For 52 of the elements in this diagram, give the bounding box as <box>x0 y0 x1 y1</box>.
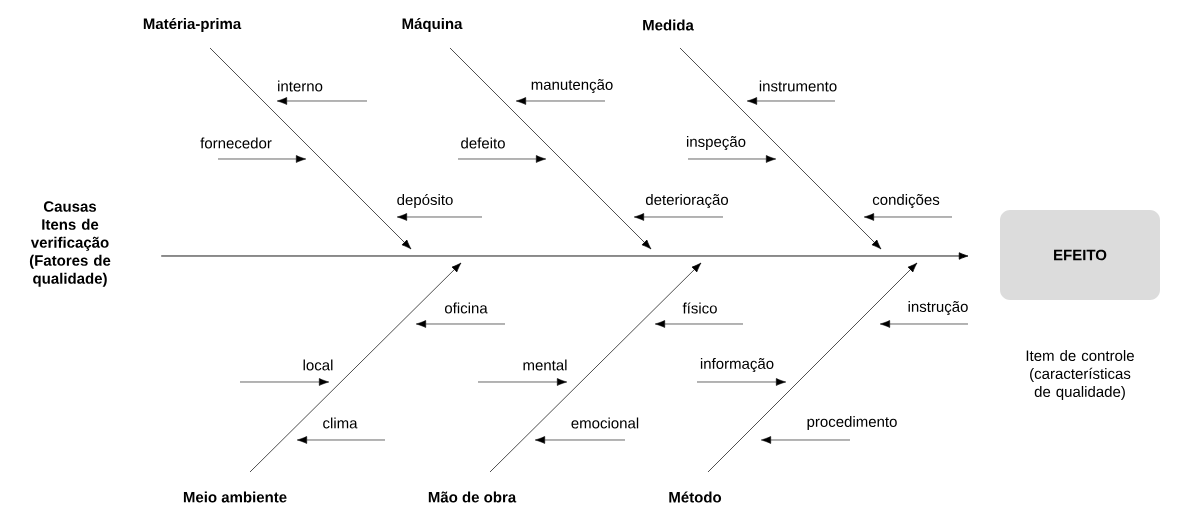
arrow <box>761 436 851 444</box>
category-label: Máquina <box>402 17 463 33</box>
cause-label: defeito <box>461 137 505 149</box>
arrow <box>535 436 626 444</box>
spine-arrow <box>160 252 969 260</box>
category-label: Medida <box>643 19 694 31</box>
cause-label: instrumento <box>759 80 837 92</box>
cause-label: mental <box>523 359 567 371</box>
cause-label: oficina <box>444 302 488 314</box>
arrow <box>239 378 330 386</box>
arrow <box>879 320 969 328</box>
cause-label: depósito <box>397 193 453 209</box>
cause-label: físico <box>682 302 717 314</box>
arrow <box>634 213 724 221</box>
cause-label: instrução <box>908 300 968 315</box>
bone-arrow <box>449 47 652 250</box>
cause-label: procedimento <box>807 416 897 430</box>
effect-box: EFEITO <box>1000 210 1160 300</box>
cause-label: fornecedor <box>200 137 272 149</box>
bone-arrow <box>707 262 918 473</box>
bone-arrow <box>489 262 702 473</box>
category-label: Mão de obra <box>428 491 517 503</box>
category-label: Meio ambiente <box>183 491 287 503</box>
cause-label: emocional <box>571 417 639 429</box>
arrow <box>863 213 953 221</box>
cause-label: inspeção <box>687 135 746 151</box>
effect-caption: Item de controle (características de qualidade) <box>1026 350 1134 400</box>
arrow <box>655 320 744 328</box>
cause-label: informação <box>700 357 774 372</box>
cause-label: clima <box>323 417 358 429</box>
bone-arrow <box>209 47 412 250</box>
cause-heading: Causas Itens de verificação (Fatores de qualidade) <box>29 201 111 287</box>
category-label: Matéria-prima <box>143 17 242 33</box>
cause-label: local <box>303 359 333 371</box>
arrow <box>516 97 606 105</box>
category-label: Método <box>669 491 722 503</box>
cause-label: interno <box>278 80 323 92</box>
cause-label: manutenção <box>531 79 613 93</box>
arrow <box>415 320 506 328</box>
arrow <box>477 378 568 386</box>
arrow <box>687 155 777 163</box>
bone-arrow <box>249 262 462 473</box>
bone-arrow <box>679 47 882 250</box>
arrow <box>277 97 368 105</box>
arrow <box>297 436 386 444</box>
arrow <box>696 378 787 386</box>
arrow <box>457 155 547 163</box>
cause-label: condições <box>872 193 940 209</box>
arrow <box>747 97 836 105</box>
arrow <box>217 155 307 163</box>
cause-label: deterioração <box>645 193 729 209</box>
arrow <box>396 213 483 221</box>
